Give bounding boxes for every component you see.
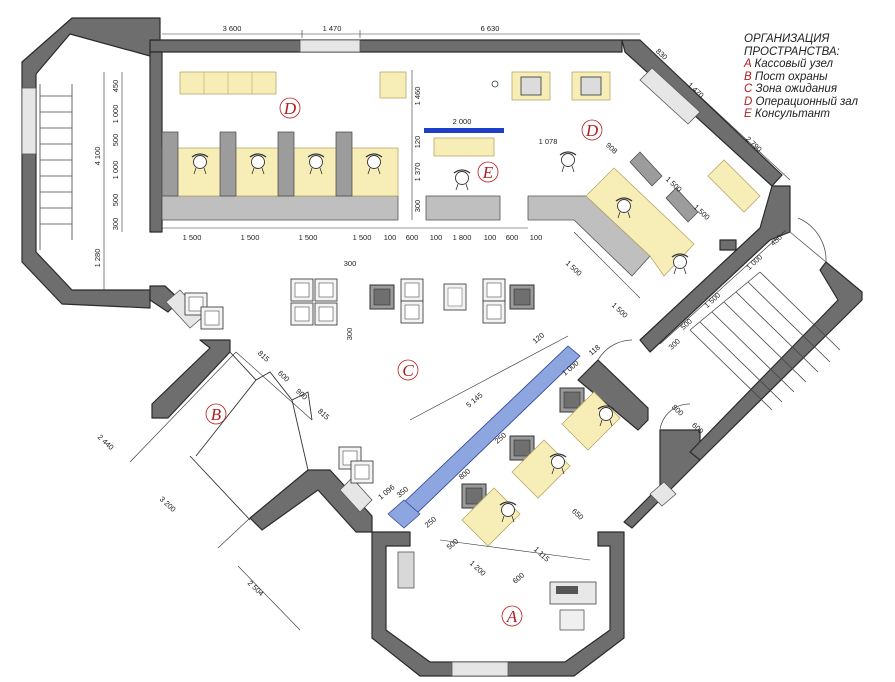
dim-sec-1: 815 xyxy=(256,349,271,364)
dim-sec-2: 600 xyxy=(276,369,291,384)
legend-item: A Кассовый узел xyxy=(744,58,894,71)
dim-cash-12: 500 xyxy=(445,537,460,552)
legend-key: A xyxy=(744,58,752,70)
legend-key: C xyxy=(744,83,753,95)
dim-rdesk-6: 1 500 xyxy=(610,300,630,319)
zone-label-b: B xyxy=(211,405,222,424)
dimension-lines xyxy=(103,30,791,631)
dim-row-3: 1 500 xyxy=(299,233,318,242)
dim-consultant-3: 1 370 xyxy=(413,163,422,182)
legend: ОРГАНИЗАЦИЯ ПРОСТРАНСТВА: A Кассовый узе… xyxy=(744,33,894,121)
door-icon xyxy=(597,217,827,431)
dim-row-4: 1 500 xyxy=(353,233,372,242)
stair-icon xyxy=(689,271,841,411)
windows xyxy=(21,39,701,677)
legend-label: Операционный зал xyxy=(755,95,859,108)
dim-cash-2: 120 xyxy=(531,331,546,346)
dim-rdesk-2: 908 xyxy=(604,141,619,156)
legend-key: E xyxy=(744,108,752,120)
cashier-counter xyxy=(387,345,621,631)
dim-cash-13: 1 200 xyxy=(468,558,488,577)
legend-item: E Консультант xyxy=(744,108,894,121)
consultant-desk xyxy=(424,128,504,221)
dim-left-6: 300 xyxy=(111,218,120,231)
dim-row-10: 600 xyxy=(506,233,519,242)
zone-label-d1: D xyxy=(283,99,297,118)
dim-waiting-1: 300 xyxy=(344,259,357,268)
zone-label-c: C xyxy=(402,361,414,380)
legend-label: Консультант xyxy=(754,108,830,120)
legend-title-2: ПРОСТРАНСТВА: xyxy=(744,45,840,58)
dim-row-9: 100 xyxy=(484,233,497,242)
dim-cash-10: 350 xyxy=(395,485,410,500)
legend-item: D Операционный зал xyxy=(744,96,894,109)
dim-rdesk-1: 1 078 xyxy=(539,137,558,146)
dim-row-1: 1 500 xyxy=(183,233,202,242)
dim-row-8: 1 800 xyxy=(453,233,472,242)
security-post xyxy=(189,351,313,521)
dim-left-7: 4 100 xyxy=(93,147,102,166)
dim-cash-9: 1 096 xyxy=(376,483,396,502)
legend-key: D xyxy=(744,95,753,108)
zone-labels: A B C D D E xyxy=(205,97,603,627)
dim-top-2: 1 470 xyxy=(323,24,342,33)
stair-icon xyxy=(39,84,73,250)
dim-row-2: 1 500 xyxy=(241,233,260,242)
dim-cash-14: 600 xyxy=(511,571,526,586)
dim-left-1: 450 xyxy=(111,80,120,93)
dim-consultant-2: 120 xyxy=(413,136,422,149)
dim-sec-7: 2 504 xyxy=(246,578,266,597)
legend-key: B xyxy=(744,70,752,83)
dim-row-5: 100 xyxy=(384,233,397,242)
dim-sec-5: 2 440 xyxy=(96,432,116,451)
left-desk-row xyxy=(161,131,399,221)
legend-item: C Зона ожидания xyxy=(744,83,894,96)
legend-item: B Пост охраны xyxy=(744,71,894,84)
legend-label: Пост охраны xyxy=(754,70,828,83)
dim-top-1: 3 600 xyxy=(223,24,242,33)
dim-cash-15: 1 115 xyxy=(532,545,551,564)
dim-right-8: 300 xyxy=(667,337,682,352)
dim-waiting-2: 300 xyxy=(345,328,354,341)
dim-consultant-1: 1 460 xyxy=(413,87,422,106)
zone-label-a: A xyxy=(506,607,518,626)
dim-left-3: 500 xyxy=(111,134,120,147)
zone-label-d2: D xyxy=(585,121,599,140)
dim-row-7: 100 xyxy=(430,233,443,242)
dim-left-2: 1 000 xyxy=(111,105,120,124)
dim-left-4: 1 000 xyxy=(111,161,120,180)
dim-sec-3: 900 xyxy=(294,387,309,402)
dim-cash-4: 118 xyxy=(587,343,602,358)
top-counter xyxy=(179,71,611,101)
legend-label: Кассовый узел xyxy=(754,58,834,70)
dim-cash-16: 650 xyxy=(570,507,585,522)
legend-label: Зона ожидания xyxy=(755,83,837,95)
zone-label-e: E xyxy=(482,163,494,182)
dim-left-5: 500 xyxy=(111,194,120,207)
dim-left-8: 1 280 xyxy=(93,249,102,268)
dim-row-6: 600 xyxy=(406,233,419,242)
dim-sec-6: 3 200 xyxy=(158,494,178,513)
dim-rdesk-5: 1 500 xyxy=(564,258,584,277)
dim-cash-11: 250 xyxy=(423,515,438,530)
waiting-area xyxy=(184,278,535,484)
dimension-labels: 3 600 1 470 6 630 450 1 000 500 1 000 50… xyxy=(93,24,784,598)
dim-top-3: 6 630 xyxy=(481,24,500,33)
dim-cash-1: 5 145 xyxy=(464,391,484,410)
dim-sec-4: 815 xyxy=(316,407,331,422)
dim-consultant-width: 2 000 xyxy=(453,117,472,126)
dim-consultant-4: 300 xyxy=(413,200,422,213)
legend-title-1: ОРГАНИЗАЦИЯ xyxy=(744,33,830,45)
walls xyxy=(21,17,863,677)
right-desk-row xyxy=(527,151,761,277)
dim-row-11: 100 xyxy=(530,233,543,242)
